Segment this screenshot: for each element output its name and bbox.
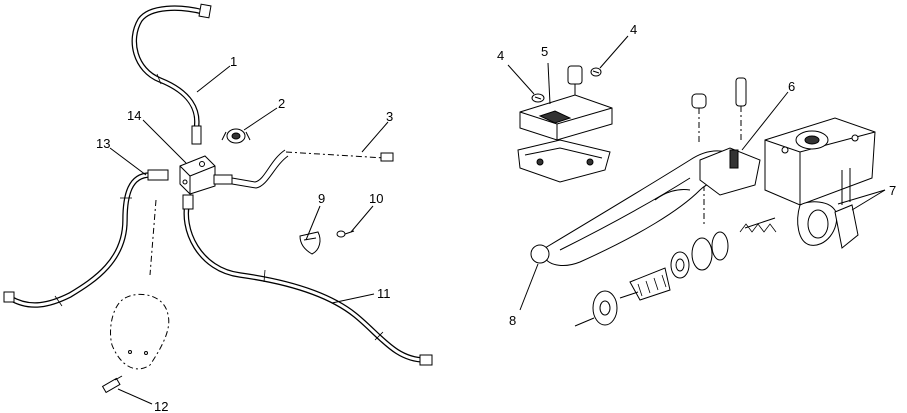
line-part-3 <box>213 149 394 189</box>
lever-part-8 <box>530 147 761 266</box>
callout-7: 7 <box>889 183 896 198</box>
callout-10: 10 <box>369 191 383 206</box>
callout-13: 13 <box>96 136 110 151</box>
hose-part-1 <box>131 3 212 145</box>
fitting-part-2 <box>221 128 251 144</box>
hose-part-13 <box>3 169 169 308</box>
bracket-part-9 <box>299 231 321 255</box>
junction-block-part-14 <box>179 155 216 195</box>
brake-line-assembly <box>3 3 433 394</box>
callout-12: 12 <box>154 399 168 413</box>
master-cylinder-body <box>764 117 876 249</box>
callout-3: 3 <box>386 109 393 124</box>
screw-part-4 <box>531 67 602 103</box>
callout-8: 8 <box>509 313 516 328</box>
callout-5: 5 <box>541 44 548 59</box>
callout-6: 6 <box>788 79 795 94</box>
callout-4-right: 4 <box>630 22 637 37</box>
pin-parts <box>691 77 747 225</box>
caliper-outline <box>110 293 170 370</box>
callout-labels: 1 2 3 4 4 5 6 7 8 9 10 11 12 13 14 <box>96 22 896 413</box>
callout-4-left: 4 <box>497 48 504 63</box>
callout-2: 2 <box>278 96 285 111</box>
cover-part-5 <box>519 65 613 141</box>
piston-assembly <box>574 217 777 327</box>
callout-1: 1 <box>230 54 237 69</box>
leader-lines <box>109 35 886 405</box>
hose-part-11 <box>182 194 433 366</box>
callout-14: 14 <box>127 108 141 123</box>
master-cylinder-assembly <box>517 65 876 327</box>
callout-9: 9 <box>318 191 325 206</box>
callout-11: 11 <box>377 286 391 301</box>
screw-part-10 <box>336 230 355 238</box>
bleeder-part-12 <box>101 375 123 394</box>
diaphragm <box>517 139 611 183</box>
